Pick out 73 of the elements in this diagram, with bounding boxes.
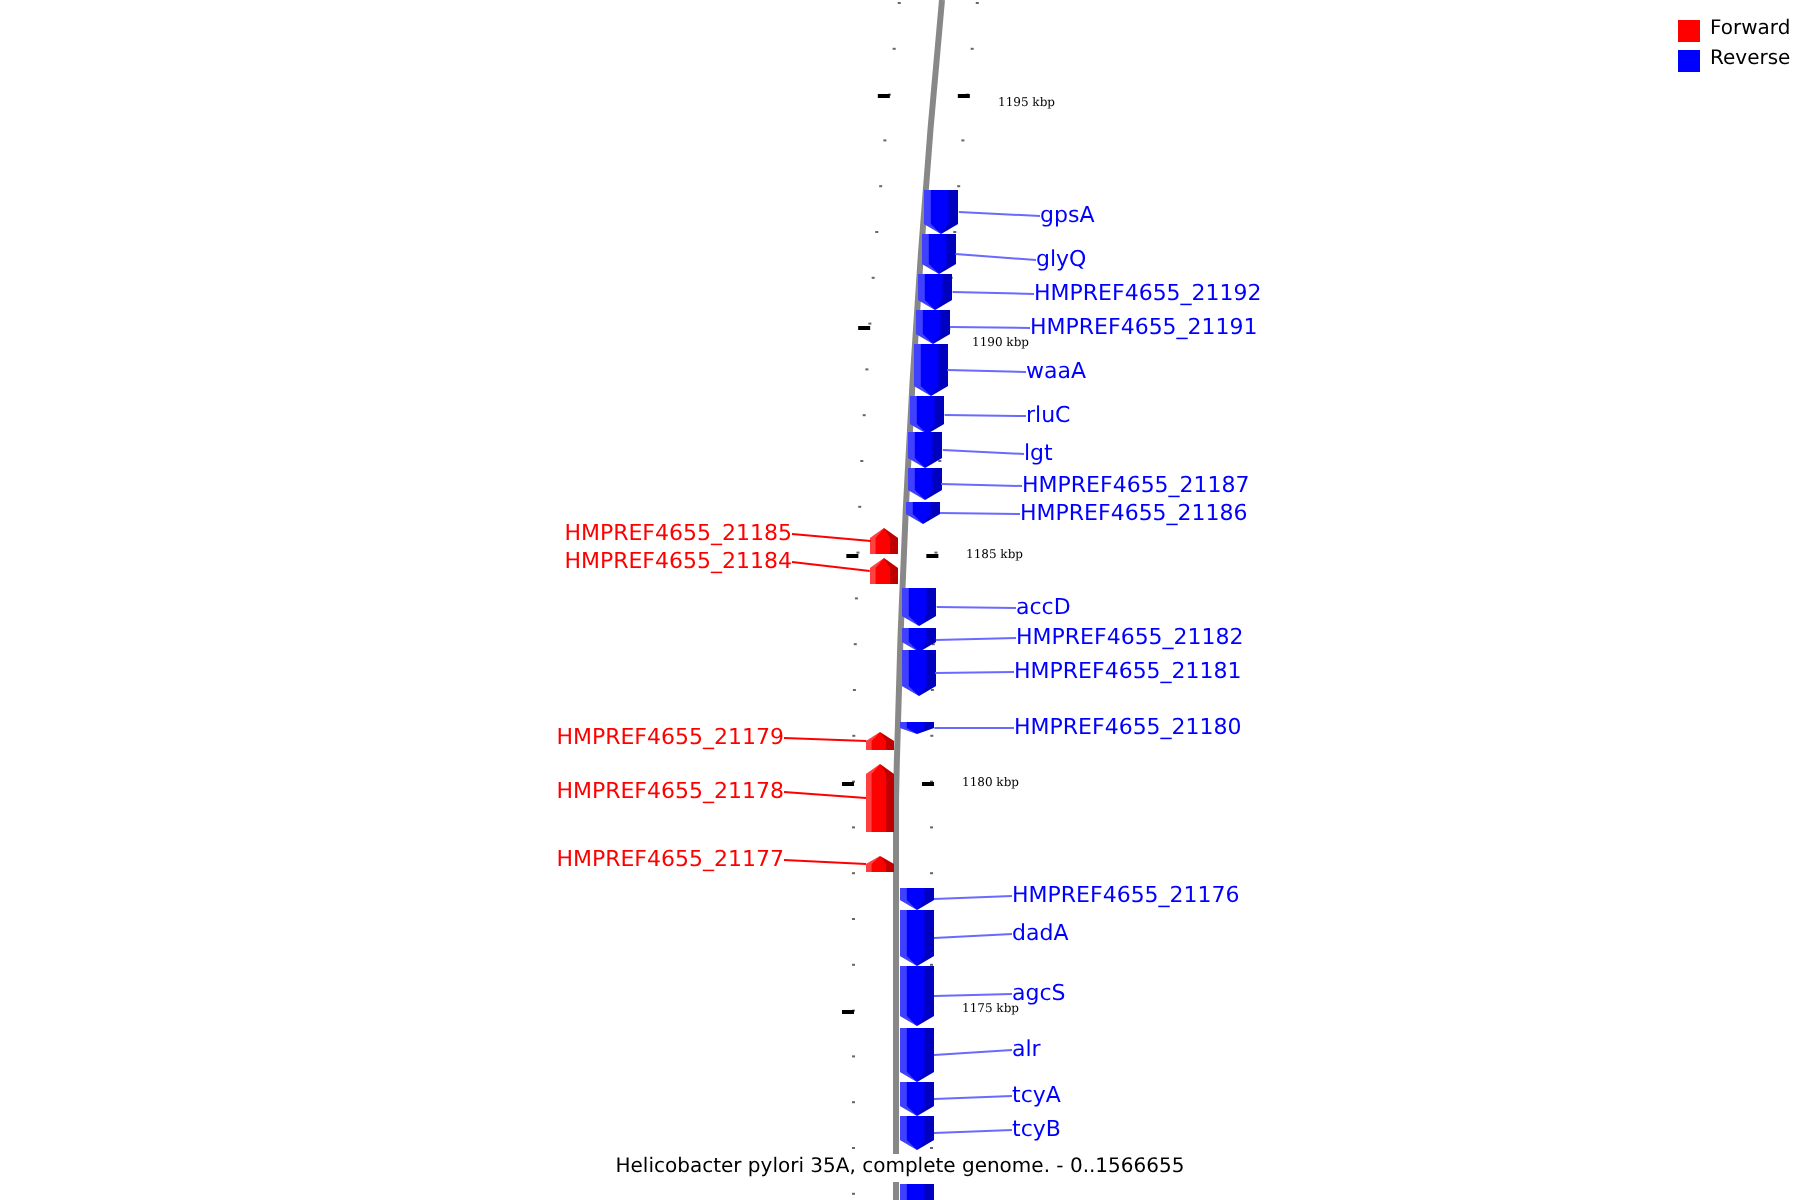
gene-label: glyQ xyxy=(1036,246,1087,274)
gene-label: HMPREF4655_21181 xyxy=(1014,658,1242,686)
legend-label: Forward xyxy=(1710,16,1791,44)
leader-line xyxy=(934,637,1017,641)
leader-line xyxy=(946,369,1027,373)
gene-label: HMPREF4655_21185 xyxy=(564,520,792,548)
gene-label: HMPREF4655_21184 xyxy=(564,548,792,576)
leader-line xyxy=(949,326,1031,329)
gene-label: accD xyxy=(1016,594,1071,622)
leader-line xyxy=(954,253,1037,261)
leader-line xyxy=(940,483,1023,487)
gene-label: HMPREF4655_21191 xyxy=(1030,314,1258,342)
leader-line xyxy=(933,1095,1013,1100)
gene-label: HMPREF4655_21180 xyxy=(1014,714,1242,742)
gene-feature xyxy=(918,274,953,310)
gene-label: HMPREF4655_21178 xyxy=(556,778,784,806)
gene-feature xyxy=(900,966,934,1026)
leader-line xyxy=(935,606,1017,609)
gene-feature xyxy=(900,722,935,734)
gene-feature xyxy=(910,396,945,434)
leader-line xyxy=(933,895,1013,900)
gene-feature xyxy=(907,468,942,500)
leader-line xyxy=(783,791,867,799)
gene-label: tcyA xyxy=(1012,1082,1061,1110)
gene-feature xyxy=(870,528,899,554)
gene-label: dadA xyxy=(1012,920,1069,948)
gene-feature xyxy=(902,588,937,626)
leader-line xyxy=(938,512,1021,515)
gene-feature xyxy=(900,1028,934,1082)
gene-label: waaA xyxy=(1026,358,1087,386)
gene-feature xyxy=(869,558,898,584)
gene-feature xyxy=(900,888,934,910)
gene-feature xyxy=(900,1082,934,1116)
leader-line xyxy=(957,211,1041,217)
legend-label: Reverse xyxy=(1710,46,1791,74)
leader-line xyxy=(783,737,868,742)
gene-feature xyxy=(905,502,940,524)
gene-label: rluC xyxy=(1026,402,1071,430)
leader-line xyxy=(933,727,1015,729)
leader-line xyxy=(941,449,1025,455)
gene-label: HMPREF4655_21186 xyxy=(1020,500,1248,528)
leader-line xyxy=(791,533,872,542)
gene-label: tcyB xyxy=(1012,1116,1061,1144)
gene-feature xyxy=(916,310,951,344)
gene-feature xyxy=(866,732,895,750)
leader-line xyxy=(933,933,1013,939)
gene-feature xyxy=(901,650,936,696)
gene-label: gpsA xyxy=(1040,202,1095,230)
leader-line xyxy=(933,1129,1013,1134)
leader-line xyxy=(943,414,1027,417)
gene-label: HMPREF4655_21177 xyxy=(556,846,784,874)
gene-label: HMPREF4655_21179 xyxy=(556,724,784,752)
leader-line xyxy=(933,993,1013,997)
leader-line xyxy=(934,671,1015,674)
gene-label: agcS xyxy=(1012,980,1066,1008)
gene-label: HMPREF4655_21176 xyxy=(1012,882,1240,910)
gene-feature xyxy=(866,764,894,832)
leader-line xyxy=(951,291,1035,295)
leader-line xyxy=(791,561,871,572)
gene-label: HMPREF4655_21187 xyxy=(1022,472,1250,500)
gene-feature xyxy=(908,432,943,468)
gene-label: lgt xyxy=(1024,440,1053,468)
gene-label: HMPREF4655_21182 xyxy=(1016,624,1244,652)
gene-label: HMPREF4655_21192 xyxy=(1034,280,1262,308)
gene-label: alr xyxy=(1012,1036,1041,1064)
gene-feature xyxy=(901,628,936,652)
leader-line xyxy=(933,1049,1013,1056)
gene-feature xyxy=(924,190,959,234)
leader-line xyxy=(783,859,867,865)
gene-feature xyxy=(866,856,894,872)
gene-feature xyxy=(913,344,948,396)
gene-feature xyxy=(921,234,956,274)
gene-feature xyxy=(900,1116,934,1150)
